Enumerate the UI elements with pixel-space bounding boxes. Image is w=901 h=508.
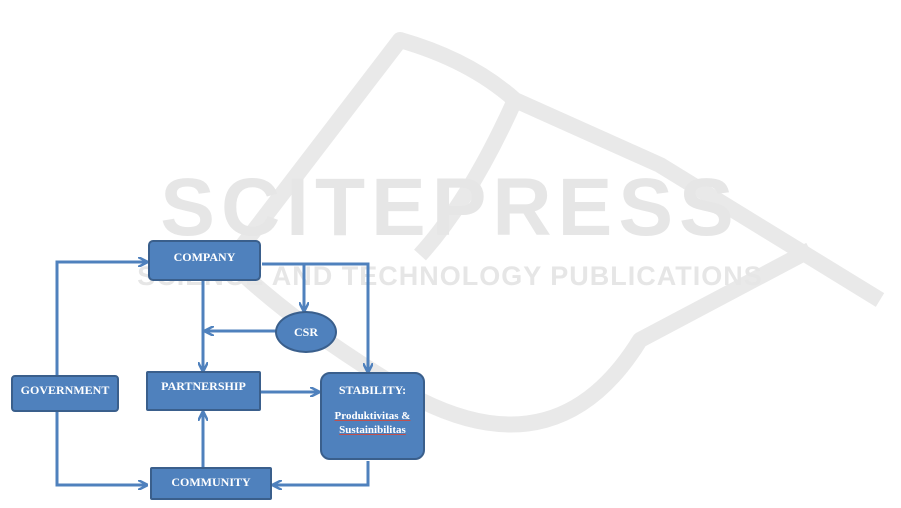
stability-productivity-text: Produktivitas &: [335, 410, 411, 422]
arrow-company-to-csr: [262, 264, 304, 310]
csr-label: CSR: [294, 325, 318, 339]
stability-line-sustainability: Sustainibilitas: [322, 424, 423, 437]
government-node: GOVERNMENT: [11, 375, 119, 412]
government-label: GOVERNMENT: [21, 383, 110, 397]
stability-line-productivity: Produktivitas &: [322, 410, 423, 423]
csr-node: CSR: [275, 311, 337, 353]
stability-sustainability-text: Sustainibilitas: [339, 424, 406, 436]
partnership-node: PARTNERSHIP: [146, 371, 261, 411]
community-node: COMMUNITY: [150, 467, 272, 500]
company-node: COMPANY: [148, 240, 261, 281]
stability-title: STABILITY:: [322, 383, 423, 397]
arrow-stability-to-community: [274, 461, 368, 485]
partnership-label: PARTNERSHIP: [161, 379, 246, 393]
stability-node: STABILITY: Produktivitas & Sustainibilit…: [320, 372, 425, 460]
company-label: COMPANY: [174, 250, 236, 264]
arrow-government-to-company: [57, 262, 146, 376]
arrow-government-to-community: [57, 412, 146, 485]
community-label: COMMUNITY: [171, 475, 250, 489]
